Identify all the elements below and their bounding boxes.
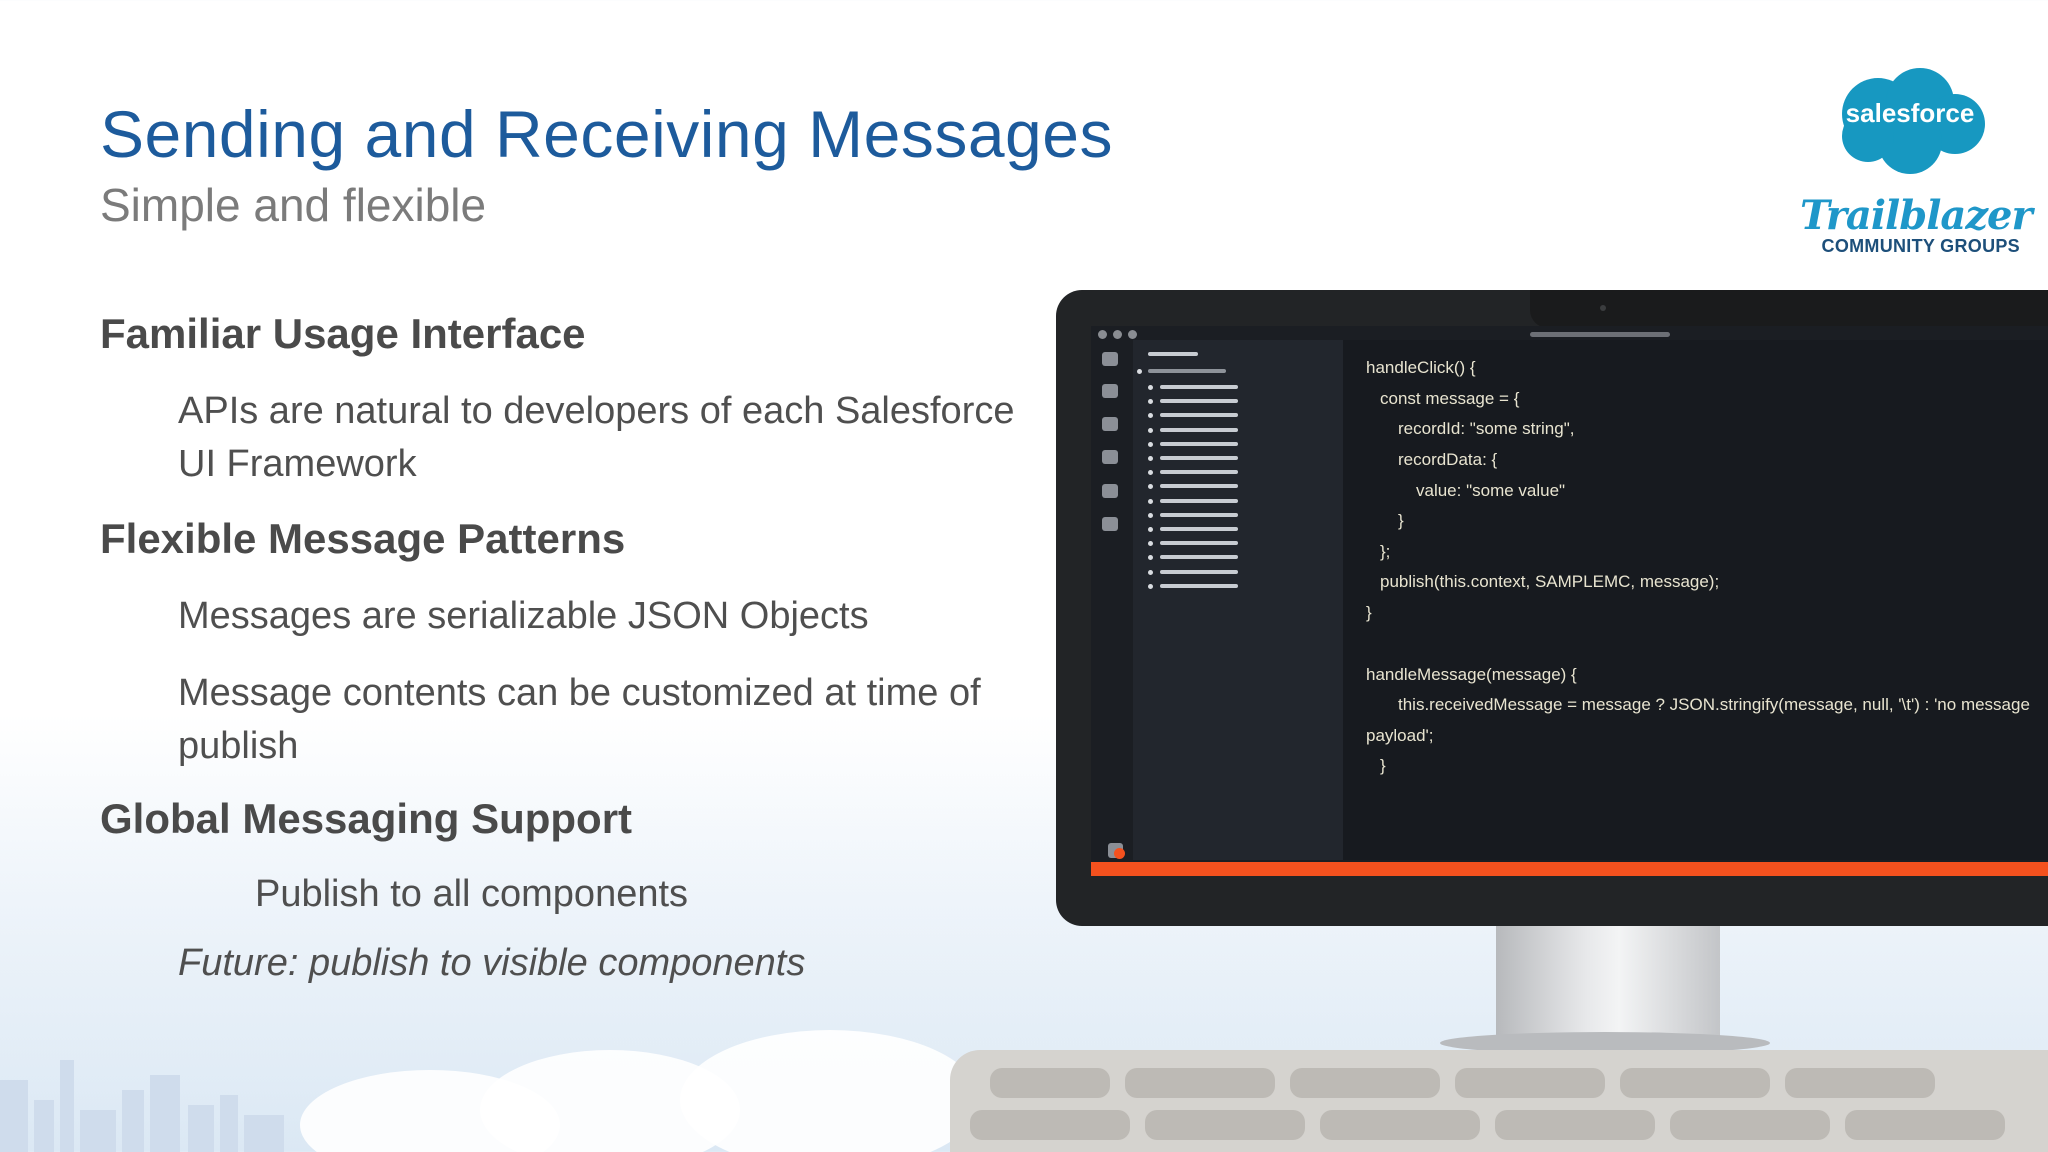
explorer-icon (1102, 352, 1118, 366)
keyboard-illustration (950, 1050, 2048, 1152)
tree-root-line (1148, 369, 1226, 373)
tree-item-dot (1148, 555, 1153, 561)
settings-icon (1102, 517, 1118, 531)
code-line[interactable]: recordData: { (1398, 450, 1498, 469)
camera-icon (1600, 305, 1606, 311)
tree-item-line[interactable] (1160, 427, 1238, 432)
search-icon (1102, 384, 1118, 398)
tree-item-dot (1148, 527, 1153, 532)
tree-item-dot (1148, 583, 1153, 589)
monitor-top-bar (1530, 290, 2048, 328)
monitor-stand-base (1440, 1032, 1770, 1054)
tree-item-line[interactable] (1160, 484, 1238, 489)
tree-item-line[interactable] (1160, 583, 1238, 588)
point-publish-all: Publish to all components (255, 873, 689, 915)
tree-item-dot (1148, 498, 1153, 504)
slide-subtitle: Simple and flexible (100, 179, 487, 231)
salesforce-cloud-logo-icon (1842, 68, 1985, 174)
code-line[interactable]: } (1398, 511, 1404, 530)
file-explorer-panel (1133, 340, 1343, 860)
code-line[interactable]: handleClick() { (1366, 358, 1476, 377)
tree-item-dot (1148, 512, 1153, 518)
monitor-stand (1496, 926, 1720, 1036)
point-apis-natural: APIs are natural to developers of each S… (178, 390, 1015, 485)
section-heading-flexible-patterns: Flexible Message Patterns (100, 515, 626, 562)
tree-item-line[interactable] (1160, 399, 1238, 404)
window-scroll-handle (1530, 332, 1670, 337)
window-dot-maximize-icon (1128, 330, 1137, 339)
code-line[interactable]: this.receivedMessage = message ? JSON.st… (1398, 695, 2030, 714)
community-groups-text: COMMUNITY GROUPS (1821, 236, 2020, 256)
slide-title: Sending and Receiving Messages (100, 97, 1113, 171)
code-editor (1343, 340, 2048, 860)
salesforce-logo-text: salesforce (1845, 98, 1975, 128)
tree-item-dot (1148, 427, 1153, 433)
point-customized-contents: Message contents can be customized at ti… (178, 672, 981, 767)
debug-icon (1102, 450, 1118, 464)
tree-item-line[interactable] (1160, 470, 1238, 475)
tree-item-dot (1148, 413, 1153, 419)
tree-item-dot (1148, 399, 1153, 405)
section-heading-familiar-usage: Familiar Usage Interface (100, 310, 586, 357)
tree-item-line[interactable] (1160, 413, 1238, 418)
code-line[interactable]: } (1366, 603, 1372, 622)
notification-badge-icon (1114, 848, 1125, 859)
source-control-icon (1102, 417, 1118, 431)
tree-item-line[interactable] (1160, 527, 1238, 531)
tree-item-line[interactable] (1160, 555, 1238, 560)
code-line[interactable]: recordId: "some string", (1398, 419, 1575, 438)
code-line[interactable]: const message = { (1380, 389, 1520, 408)
point-future-visible: Future: publish to visible components (178, 942, 806, 984)
explorer-header-line (1148, 352, 1198, 356)
status-bar (1091, 862, 2048, 876)
tree-item-line[interactable] (1160, 512, 1238, 517)
window-dot-minimize-icon (1113, 330, 1122, 339)
tree-item-line[interactable] (1160, 456, 1238, 460)
code-line[interactable]: } (1380, 756, 1386, 775)
tree-item-line[interactable] (1160, 498, 1238, 503)
tree-item-dot (1148, 484, 1153, 490)
point-serializable-json: Messages are serializable JSON Objects (178, 595, 869, 637)
tree-item-dot (1148, 569, 1153, 575)
tree-item-line[interactable] (1160, 441, 1238, 446)
code-line[interactable]: value: "some value" (1416, 481, 1566, 500)
code-line[interactable]: publish(this.context, SAMPLEMC, message)… (1380, 572, 1720, 591)
tree-root-dot (1137, 369, 1142, 374)
tree-item-dot (1148, 541, 1153, 547)
window-dot-close-icon (1098, 330, 1107, 339)
tree-item-line[interactable] (1160, 569, 1238, 574)
tree-item-dot (1148, 456, 1153, 461)
tree-item-line[interactable] (1160, 541, 1238, 546)
tree-item-dot (1148, 385, 1153, 390)
tree-item-dot (1148, 441, 1153, 447)
trailblazer-logo-text: Trailblazer (1800, 192, 2033, 239)
section-heading-global-support: Global Messaging Support (100, 795, 633, 842)
tree-item-dot (1148, 470, 1153, 476)
code-line[interactable]: handleMessage(message) { (1366, 665, 1577, 684)
tree-item-line[interactable] (1160, 385, 1238, 389)
code-line[interactable]: payload'; (1366, 726, 1434, 745)
extensions-icon (1102, 484, 1118, 498)
code-line[interactable]: }; (1380, 542, 1391, 561)
